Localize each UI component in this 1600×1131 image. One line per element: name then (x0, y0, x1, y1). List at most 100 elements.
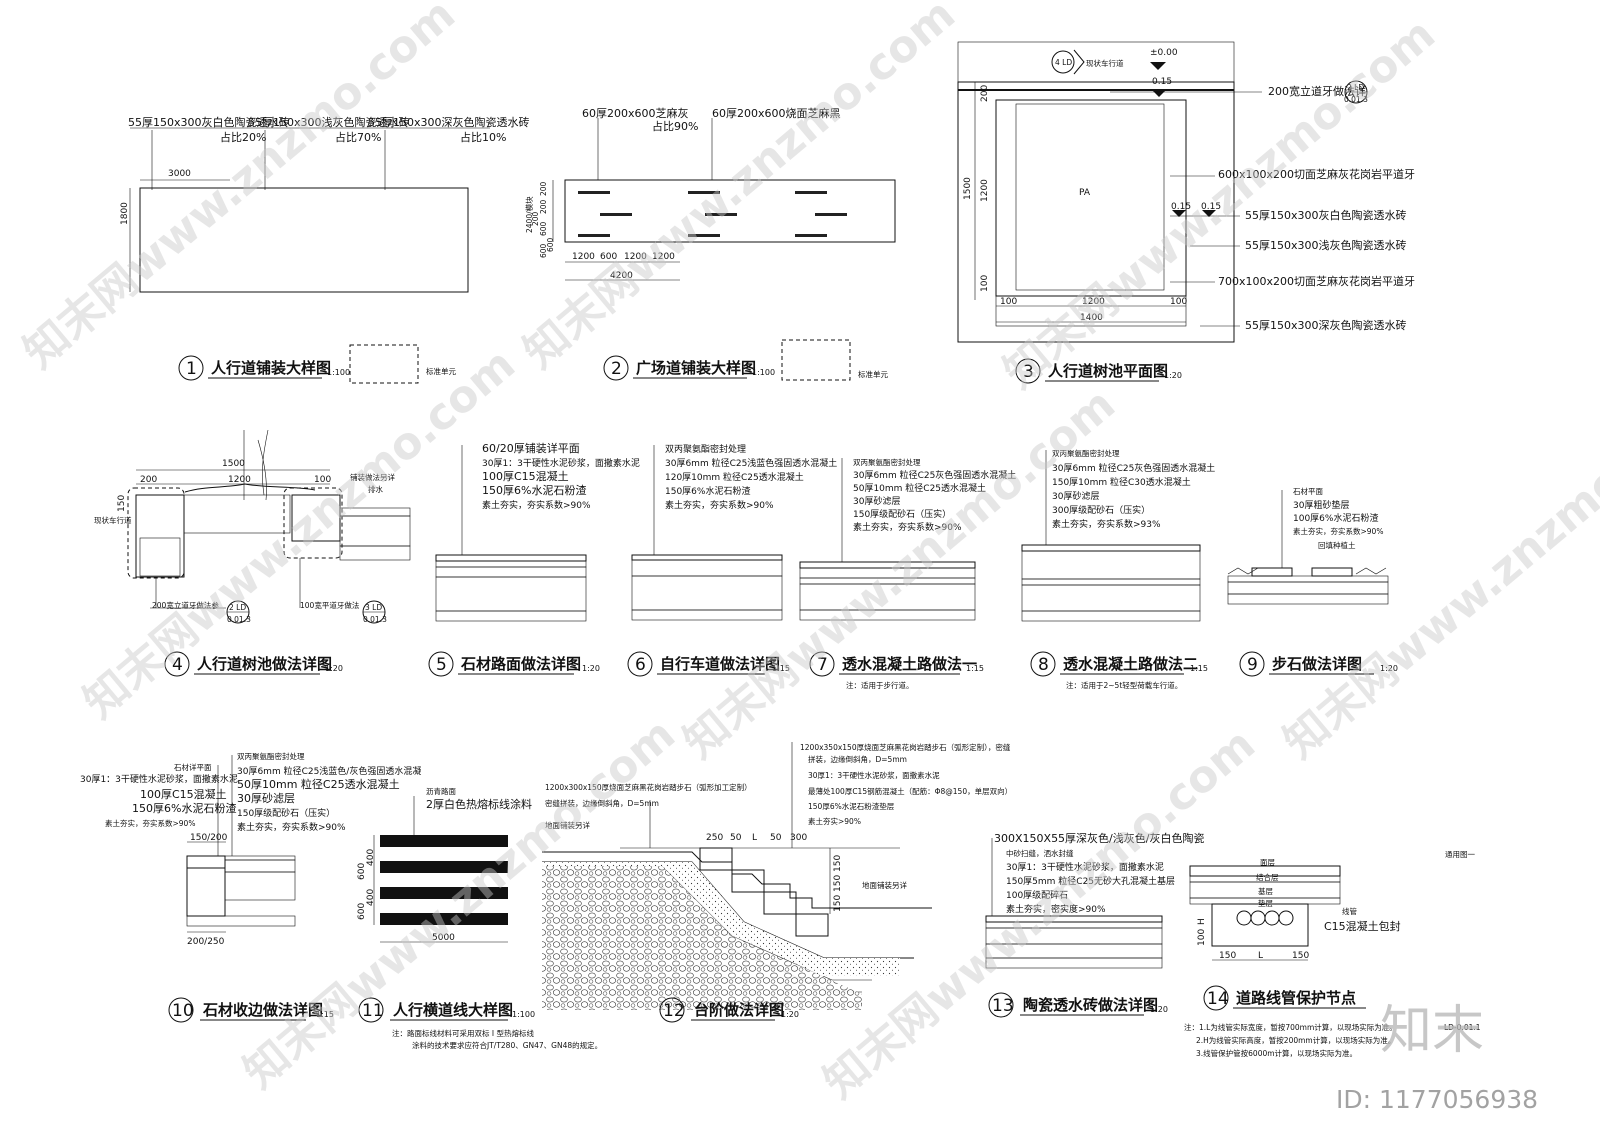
d2-label-1: 60厚200x600芝麻灰 (582, 106, 689, 120)
d14-note-2: 2.H为线管实际高度，暂按200mm计算，以现场实际为准。 (1196, 1035, 1395, 1045)
d4-dim-right: 100 (314, 475, 331, 485)
d12-right-7: 地面铺装另详 (862, 880, 907, 890)
detail-4-tree-pit-section: 1500 200 1200 100 150 现状车行道 铺装做法另详 排水 20… (94, 429, 411, 677)
d9-layer-3: 100厚6%水泥石粉渣 (1293, 512, 1378, 524)
d1-ratio-3: 占比10% (460, 130, 506, 144)
d11-scale: 1:100 (512, 1010, 535, 1019)
d8-layer-5: 300厚级配砂石（压实） (1052, 504, 1150, 516)
d12-left-2: 密缝拼装，边缘倒斜角，D=5mm (545, 798, 659, 808)
d14-dim-h: H (1197, 918, 1207, 925)
d6-layer-1: 双丙聚氨酯密封处理 (665, 443, 746, 455)
d11-dim-1: 600 (357, 863, 367, 880)
d11-number: 11 (362, 1001, 384, 1021)
d5-layer-5: 素土夯实，夯实系数>90% (482, 499, 591, 511)
d12-right-5: 150厚6%水泥石粉渣垫层 (808, 801, 895, 811)
d11-note-1: 注：路面标线材料可采用双标 I 型热熔标线 (392, 1028, 534, 1038)
detail-1-pedestrian-paving: 55厚150x300灰白色陶瓷透水砖 55厚150x300浅灰色陶瓷透水砖 55… (120, 115, 530, 384)
d10-right-3: 50厚10mm 粒径C25透水混凝土 (237, 777, 400, 791)
detail-5-stone-road-section: 60/20厚铺装详平面 30厚1：3干硬性水泥砂浆，面撒素水泥 100厚C15混… (428, 441, 640, 677)
d3-title: 人行道树池平面图 (1048, 362, 1168, 380)
d10-dim-top: 150/200 (190, 833, 228, 843)
d12-dim-2: 50 (730, 833, 742, 843)
d2-dim-v4: 600 (539, 221, 548, 236)
detail-6-bike-lane-section: 双丙聚氨酯密封处理 30厚6mm 粒径C25浅蓝色强固透水混凝土 120厚10m… (627, 443, 837, 677)
d5-title: 石材路面做法详图 (460, 655, 581, 673)
d8-layer-4: 30厚砂滤层 (1052, 490, 1099, 502)
detail-2-plaza-paving: 60厚200x600芝麻灰 60厚200x600烧面芝麻黑 占比90% 2400… (524, 106, 896, 381)
d5-layer-2: 30厚1：3干硬性水泥砂浆，面撒素水泥 (482, 457, 640, 469)
d14-dim-l: L (1258, 951, 1263, 961)
d11-dim-2: 400 (366, 849, 376, 866)
d7-title: 透水混凝土路做法一 (842, 655, 977, 673)
d2-dim-h3: 1200 (624, 252, 647, 262)
d3-dim-total: 1400 (1080, 313, 1103, 323)
d10-dim-bottom: 200/250 (187, 937, 225, 947)
d11-label-asphalt: 沥青路面 (426, 786, 456, 796)
d14-layer-face: 面层 (1260, 858, 1276, 867)
d14-dim-right: 150 (1292, 951, 1309, 961)
d6-layer-4: 150厚6%水泥石粉渣 (665, 485, 750, 497)
d7-layer-4: 30厚砂滤层 (853, 495, 900, 507)
watermark-text-2: 知末网www.znzmo.com (514, 0, 965, 378)
d12-right-1: 1200x350x150厚烧面芝麻黑花岗岩踏步石（弧形定制），密缝 (800, 742, 1011, 752)
d7-number: 7 (817, 655, 828, 675)
watermark-text-1: 知末网www.znzmo.com (14, 0, 465, 378)
d9-layer-2: 30厚粗砂垫层 (1293, 499, 1349, 511)
d12-dim-3: L (752, 833, 757, 843)
d2-dim-v5: 600 (546, 237, 555, 252)
d7-note: 注：适用于步行道。 (846, 680, 914, 690)
d4-dim-left: 200 (140, 475, 157, 485)
d2-title: 广场道铺装大样图 (636, 359, 756, 377)
d2-label-2: 60厚200x600烧面芝麻黑 (712, 106, 841, 120)
d3-mark-elev1: 0.15 (1152, 77, 1172, 87)
d1-dim-width: 3000 (168, 169, 191, 179)
d13-layer-5: 100厚级配碎石 (1006, 889, 1068, 901)
d3-mark-ref: 0.01.3 (1344, 95, 1368, 104)
d10-right-2: 30厚6mm 粒径C25浅蓝色/灰色强固透水混凝 (237, 765, 421, 777)
d5-scale: 1:20 (582, 664, 600, 673)
d6-title: 自行车道做法详图 (660, 655, 780, 673)
d3-dim-v1: 200 (980, 85, 990, 102)
d7-scale: 1:15 (966, 664, 984, 673)
d2-dim-module: 2400/模块 (524, 196, 534, 233)
d14-note-1: 注：1.L为线管实际宽度，暂按700mm计算，以现场实际为准。 (1184, 1022, 1397, 1032)
d2-dim-v1: 200 (539, 181, 548, 196)
d14-layer-cushion: 垫层 (1258, 898, 1274, 908)
d1-label-2: 55厚150x300浅灰色陶瓷透水砖 (248, 115, 410, 129)
d9-layer-4: 素土夯实，夯实系数>90% (1293, 526, 1383, 536)
d2-dim-v2: 200 (539, 199, 548, 214)
watermark-text-5: 知末网www.znzmo.com (674, 379, 1125, 769)
d12-dim-5: 300 (790, 833, 807, 843)
d12-left-3: 地面铺装另详 (545, 820, 590, 830)
d14-label-conduit: 线管 (1342, 906, 1358, 916)
d6-scale: 1:15 (772, 664, 790, 673)
d4-label-drain: 排水 (368, 484, 383, 494)
d12-right-2: 拼装，边缘倒斜角，D=5mm (808, 754, 907, 764)
d4-mark-3ld: 3 LD (365, 603, 382, 612)
d9-scale: 1:20 (1380, 664, 1398, 673)
detail-12-steps-section: 1200x300x150厚烧面芝麻黑花岗岩踏步石（弧形加工定制） 密缝拼装，边缘… (542, 742, 1012, 1023)
d3-dim-h3: 100 (1170, 297, 1187, 307)
d1-title: 人行道铺装大样图 (211, 359, 331, 377)
detail-7-permeable-concrete-1: 双丙聚氨酯密封处理 30厚6mm 粒径C25灰色强固透水混凝土 50厚10mm … (799, 457, 1016, 690)
detail-11-crosswalk: 沥青路面 2厚白色热熔标线涂料 600 400 600 400 5000 11 … (357, 786, 602, 1050)
detail-3-tree-pit-plan: PA 4 LD 现状车行道 ±0.00 0.15 0.15 0.15 200宽立… (957, 41, 1415, 384)
d4-label-road: 现状车行道 (94, 515, 132, 525)
d3-scale: 1:20 (1164, 371, 1182, 380)
d14-corner-code: LD-0.01.1 (1444, 1023, 1481, 1032)
d12-scale: 1:20 (781, 1010, 799, 1019)
d1-ratio-2: 占比70% (335, 130, 381, 144)
watermark-text-3: 知末网www.znzmo.com (994, 9, 1445, 399)
d7-layer-2: 30厚6mm 粒径C25灰色强固透水混凝土 (853, 469, 1016, 481)
d3-label-2: 600x100x200切面芝麻灰花岗岩平道牙 (1218, 167, 1415, 181)
d12-dim-v3: 150 (833, 895, 843, 912)
d6-layer-2: 30厚6mm 粒径C25浅蓝色强固透水混凝土 (665, 457, 837, 469)
d4-number: 4 (172, 655, 183, 675)
d2-ratio: 占比90% (652, 119, 698, 133)
d2-dim-total: 4200 (610, 271, 633, 281)
d1-number: 1 (186, 359, 197, 379)
d3-label-5: 700x100x200切面芝麻灰花岗岩平道牙 (1218, 274, 1415, 288)
d12-right-6: 素土夯实>90% (808, 816, 861, 826)
d10-right-6: 素土夯实，夯实系数>90% (237, 821, 346, 833)
